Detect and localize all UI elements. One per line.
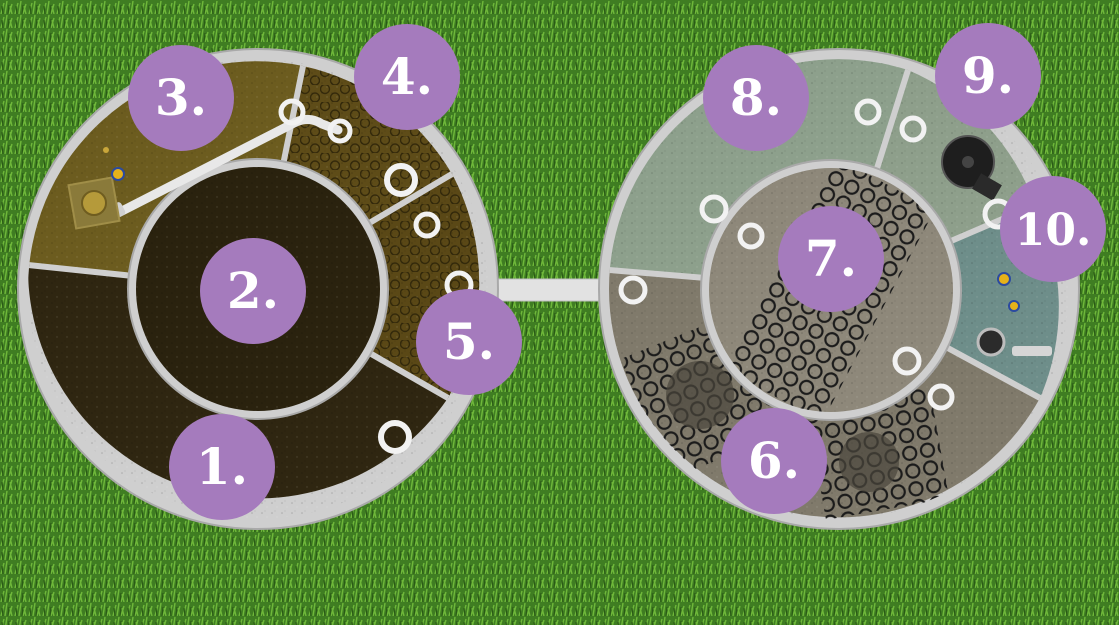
badge-4: 4.	[354, 24, 460, 130]
badge-1: 1.	[169, 414, 275, 520]
badge-10: 10.	[1000, 176, 1106, 282]
badge-label-10: 10.	[1015, 205, 1092, 256]
badge-3: 3.	[128, 45, 234, 151]
badge-label-7: 7.	[805, 229, 857, 288]
badge-label-5: 5.	[443, 312, 495, 371]
pump-unit	[978, 329, 1004, 355]
badge-label-3: 3.	[155, 68, 207, 127]
badge-label-8: 8.	[730, 68, 782, 127]
badge-8: 8.	[703, 45, 809, 151]
badge-5: 5.	[416, 289, 522, 395]
badge-label-1: 1.	[196, 437, 248, 496]
badge-6: 6.	[721, 408, 827, 514]
badge-9: 9.	[935, 23, 1041, 129]
badge-label-4: 4.	[381, 47, 433, 106]
badge-label-2: 2.	[227, 261, 279, 320]
badge-7: 7.	[778, 206, 884, 312]
badge-2: 2.	[200, 238, 306, 344]
float-switch-right-icon	[998, 273, 1010, 285]
float-switch-icon	[112, 168, 124, 180]
badge-label-9: 9.	[962, 46, 1014, 105]
badge-label-6: 6.	[748, 431, 800, 490]
